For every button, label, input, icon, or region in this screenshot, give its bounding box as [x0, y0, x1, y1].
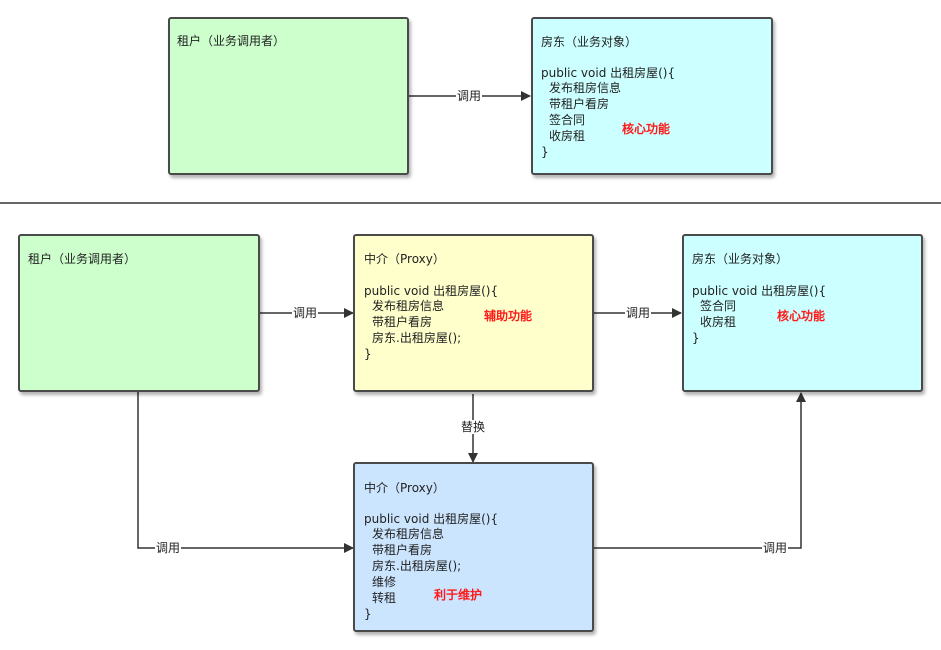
bottom-landlord-box	[682, 234, 923, 392]
code-line: 收房租	[549, 129, 586, 143]
code-line: }	[692, 331, 700, 345]
arrow-tenant-to-proxy2	[137, 392, 354, 553]
code-line: 转租	[372, 591, 397, 605]
top-tenant-title: 租户（业务调用者）	[177, 34, 286, 48]
code-line: 维修	[372, 575, 397, 589]
code-line: }	[364, 607, 372, 621]
proxy-aux-note: 辅助功能	[484, 309, 533, 323]
code-line: 收房租	[700, 315, 737, 329]
code-line: 发布租房信息	[372, 527, 445, 541]
bottom-tenant-box	[18, 234, 260, 392]
proxy-box	[353, 234, 594, 392]
code-line: public void 出租房屋(){	[541, 66, 676, 80]
code-line: 带租户看房	[372, 315, 433, 329]
bottom-landlord-title: 房东（业务对象）	[692, 252, 789, 266]
code-line: 带租户看房	[549, 97, 610, 111]
code-line: 发布租房信息	[549, 81, 622, 95]
code-line: 带租户看房	[372, 543, 433, 557]
code-line: }	[541, 145, 549, 159]
code-line: 签合同	[549, 113, 586, 127]
proxy2-maint-note: 利于维护	[434, 588, 483, 602]
proxy-title: 中介（Proxy）	[364, 252, 445, 266]
top-core-note: 核心功能	[622, 122, 671, 136]
top-call-label: 调用	[456, 89, 483, 103]
code-line: 签合同	[700, 299, 737, 313]
code-line: public void 出租房屋(){	[364, 512, 499, 526]
label-proxy-to-landlord: 调用	[625, 306, 652, 320]
code-line: public void 出租房屋(){	[364, 284, 499, 298]
label-proxy2-to-landlord: 调用	[762, 541, 789, 555]
proxy2-box	[353, 462, 594, 632]
label-tenant-to-proxy: 调用	[292, 306, 319, 320]
landlord-core-note: 核心功能	[777, 309, 826, 323]
top-landlord-box	[531, 17, 773, 175]
code-line: 发布租房信息	[372, 299, 445, 313]
arrow-proxy2-to-landlord	[594, 392, 806, 549]
bottom-tenant-title: 租户（业务调用者）	[28, 252, 137, 266]
top-landlord-title: 房东（业务对象）	[541, 35, 638, 49]
proxy2-title: 中介（Proxy）	[364, 481, 445, 495]
label-replace: 替换	[460, 420, 487, 434]
top-tenant-box	[168, 17, 409, 175]
code-line: public void 出租房屋(){	[692, 284, 827, 298]
label-tenant-to-proxy2: 调用	[155, 541, 182, 555]
code-line: }	[364, 347, 372, 361]
code-line: 房东.出租房屋();	[372, 559, 462, 573]
code-line: 房东.出租房屋();	[372, 331, 462, 345]
